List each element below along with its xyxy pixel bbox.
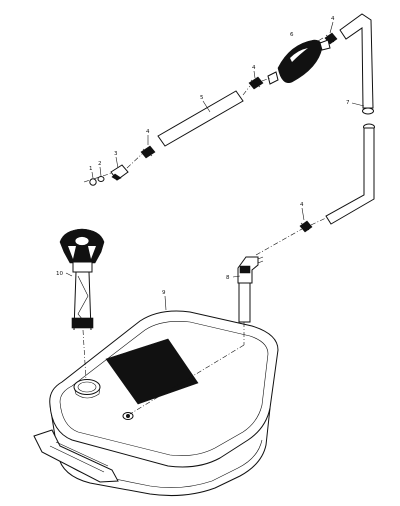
callout-4: 4 — [331, 16, 335, 22]
assembly-center-lines — [82, 77, 327, 415]
fuel-hose-short — [157, 90, 244, 147]
callout-3: 3 — [114, 151, 118, 157]
primer-bulb — [267, 39, 331, 85]
leader-lines — [65, 21, 365, 311]
hose-clamp — [299, 220, 313, 233]
callout-6: 6 — [290, 32, 294, 38]
callout-9: 9 — [162, 290, 166, 296]
callout-1: 1 — [89, 166, 93, 172]
hose-clamp — [140, 145, 156, 159]
callout-4: 4 — [146, 129, 150, 135]
callout-2: 2 — [98, 161, 102, 167]
callout-4: 4 — [252, 65, 256, 71]
callout-5: 5 — [200, 95, 204, 101]
fuel-tank — [33, 310, 279, 497]
fuel-gauge-assembly — [59, 228, 105, 331]
hose-clamp — [248, 76, 264, 90]
pickup-tube — [237, 256, 264, 323]
callout-7: 7 — [346, 100, 350, 106]
callout-10: 10 — [56, 271, 63, 277]
fuel-hose-long — [339, 13, 374, 115]
primer-fittings — [89, 164, 129, 186]
callout-labels: 1 2 3 4 4 4 4 5 6 7 8 9 10 — [56, 16, 350, 296]
callout-4: 4 — [300, 202, 304, 208]
fuel-hose-lower — [325, 123, 375, 225]
callout-8: 8 — [226, 275, 230, 281]
